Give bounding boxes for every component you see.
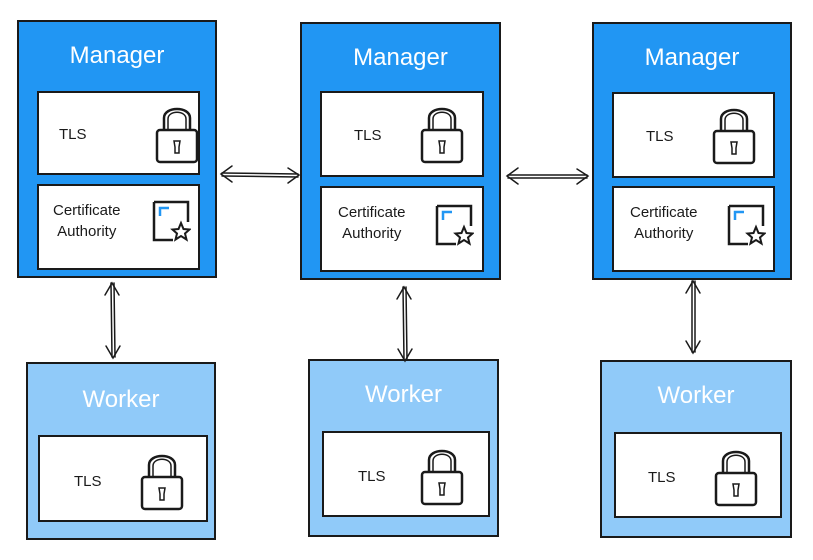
bidirectional-arrow — [505, 167, 590, 185]
manager-title: Manager — [353, 44, 448, 71]
manager-node-2: Manager TLS Certificate Authority — [300, 22, 501, 280]
ca-label-line1: Certificate — [630, 204, 698, 221]
tls-label: TLS — [354, 127, 382, 144]
ca-label: Certificate Authority — [338, 202, 406, 244]
ca-panel: Certificate Authority — [612, 186, 775, 272]
padlock-icon — [155, 107, 199, 164]
ca-label-line1: Certificate — [53, 202, 121, 219]
tls-panel: TLS — [612, 92, 775, 178]
certificate-star-icon — [727, 204, 766, 246]
padlock-icon — [140, 454, 184, 511]
certificate-star-icon — [435, 204, 474, 246]
bidirectional-arrow — [396, 285, 413, 363]
tls-label: TLS — [59, 126, 87, 143]
tls-panel: TLS — [322, 431, 490, 517]
bidirectional-arrow — [219, 165, 301, 184]
ca-label-line2: Authority — [57, 223, 117, 240]
worker-title: Worker — [657, 382, 735, 409]
ca-label: Certificate Authority — [630, 202, 698, 244]
ca-label-line2: Authority — [342, 225, 402, 242]
worker-title: Worker — [365, 381, 442, 408]
tls-label: TLS — [358, 468, 386, 485]
worker-node-1: Worker TLS — [26, 362, 216, 540]
manager-node-1: Manager TLS Certificate Authority — [17, 20, 217, 278]
ca-label: Certificate Authority — [53, 200, 121, 242]
tls-label: TLS — [648, 469, 676, 486]
worker-node-3: Worker TLS — [600, 360, 792, 538]
padlock-icon — [712, 108, 756, 165]
tls-panel: TLS — [614, 432, 782, 518]
worker-title: Worker — [82, 386, 160, 413]
manager-title: Manager — [69, 42, 165, 69]
padlock-icon — [420, 107, 464, 164]
ca-label-line2: Authority — [634, 225, 694, 242]
bidirectional-arrow — [685, 279, 701, 355]
manager-title: Manager — [644, 44, 740, 71]
tls-label: TLS — [646, 128, 674, 145]
tls-panel: TLS — [320, 91, 484, 177]
padlock-icon — [420, 449, 464, 506]
bidirectional-arrow — [104, 281, 121, 360]
padlock-icon — [714, 450, 758, 507]
tls-panel: TLS — [38, 435, 208, 522]
ca-label-line1: Certificate — [338, 204, 406, 221]
certificate-star-icon — [152, 200, 191, 242]
manager-node-3: Manager TLS Certificate Authority — [592, 22, 792, 280]
ca-panel: Certificate Authority — [320, 186, 484, 272]
worker-node-2: Worker TLS — [308, 359, 499, 537]
tls-panel: TLS — [37, 91, 200, 175]
ca-panel: Certificate Authority — [37, 184, 200, 270]
tls-label: TLS — [74, 473, 102, 490]
